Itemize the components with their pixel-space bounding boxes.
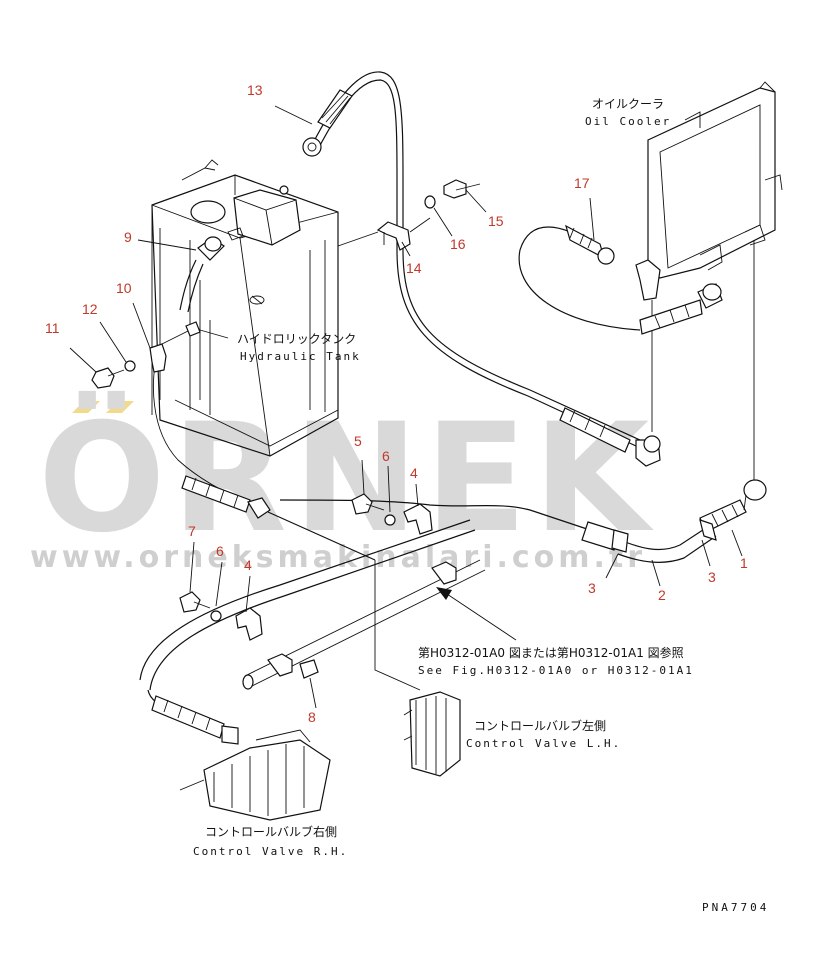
callout-6-lower: 6 bbox=[216, 543, 224, 559]
clamp-4-lower bbox=[235, 607, 263, 641]
clamp-14 bbox=[337, 217, 431, 251]
callout-3-right: 3 bbox=[708, 569, 716, 585]
control-valve-left-label-jp: コントロールバルブ左側 bbox=[474, 718, 606, 733]
callout-numbers: 13 9 10 11 12 14 15 16 17 5 6 4 1 3 2 3 … bbox=[45, 82, 748, 725]
callout-2: 2 bbox=[658, 587, 666, 603]
hydraulic-tank-label-en: Hydraulic Tank bbox=[240, 350, 361, 363]
washer-6-lower bbox=[210, 610, 222, 622]
callout-5: 5 bbox=[354, 433, 362, 449]
callout-8: 8 bbox=[308, 709, 316, 725]
oil-cooler: オイルクーラ Oil Cooler bbox=[585, 81, 783, 301]
bolt-7 bbox=[179, 591, 211, 613]
callout-16: 16 bbox=[450, 236, 466, 252]
washer-6-upper bbox=[384, 514, 396, 526]
control-valve-left: コントロールバルブ左側 Control Valve L.H. bbox=[403, 691, 621, 777]
washer-12 bbox=[124, 360, 136, 372]
callout-1: 1 bbox=[740, 555, 748, 571]
washer-16 bbox=[424, 195, 436, 209]
reference-arrow: 第H0312-01A0 図または第H0312-01A1 図参照 See Fig.… bbox=[418, 587, 694, 677]
control-valve-right-label-jp: コントロールバルブ右側 bbox=[205, 824, 337, 839]
hose-9 bbox=[152, 236, 263, 509]
hydraulic-tank-label-jp: ハイドロリックタンク bbox=[237, 332, 356, 346]
clamp-4-upper bbox=[403, 503, 433, 535]
callout-13: 13 bbox=[247, 82, 263, 98]
watermark: ÖRNEK www.orneksmakinalari.com.tr bbox=[30, 390, 655, 575]
oil-cooler-label-en: Oil Cooler bbox=[585, 115, 671, 128]
see-fig-label-jp: 第H0312-01A0 図または第H0312-01A1 図参照 bbox=[418, 645, 684, 660]
bolt-5 bbox=[351, 493, 385, 515]
hose-17 bbox=[518, 224, 723, 335]
callout-4-lower: 4 bbox=[244, 557, 252, 573]
callout-14: 14 bbox=[406, 260, 422, 276]
see-fig-label-en: See Fig.H0312-01A0 or H0312-01A1 bbox=[418, 664, 694, 677]
oil-cooler-label-jp: オイルクーラ bbox=[592, 97, 664, 111]
return-hose-13 bbox=[302, 71, 661, 467]
plug-8 bbox=[299, 659, 319, 679]
control-valve-right: コントロールバルブ右側 Control Valve R.H. bbox=[147, 689, 348, 858]
clamp-10 bbox=[149, 321, 201, 373]
callout-17: 17 bbox=[574, 175, 590, 191]
bolt-11 bbox=[91, 367, 125, 389]
leader-lines bbox=[69, 105, 743, 709]
drawing-code: PNA7704 bbox=[702, 901, 769, 914]
watermark-accent-right bbox=[106, 401, 134, 413]
callout-6-upper: 6 bbox=[382, 448, 390, 464]
fitting-1 bbox=[743, 479, 767, 501]
filler-cap bbox=[190, 200, 226, 224]
callout-7: 7 bbox=[188, 523, 196, 539]
bracket-pair bbox=[267, 561, 457, 677]
control-valve-right-label-en: Control Valve R.H. bbox=[193, 845, 348, 858]
watermark-url: www.orneksmakinalari.com.tr bbox=[30, 540, 646, 575]
callout-9: 9 bbox=[124, 229, 132, 245]
callout-4-upper: 4 bbox=[410, 465, 418, 481]
callout-15: 15 bbox=[488, 213, 504, 229]
supply-hose bbox=[181, 475, 421, 691]
hose-2 bbox=[279, 479, 767, 563]
callout-12: 12 bbox=[82, 301, 98, 317]
callout-3-left: 3 bbox=[588, 580, 596, 596]
callout-11: 11 bbox=[45, 320, 60, 336]
watermark-accent-left bbox=[72, 401, 100, 413]
control-valve-left-label-en: Control Valve L.H. bbox=[466, 737, 621, 750]
callout-10: 10 bbox=[116, 280, 132, 296]
watermark-brand: ÖRNEK bbox=[38, 390, 655, 566]
bolt-15 bbox=[443, 179, 481, 199]
